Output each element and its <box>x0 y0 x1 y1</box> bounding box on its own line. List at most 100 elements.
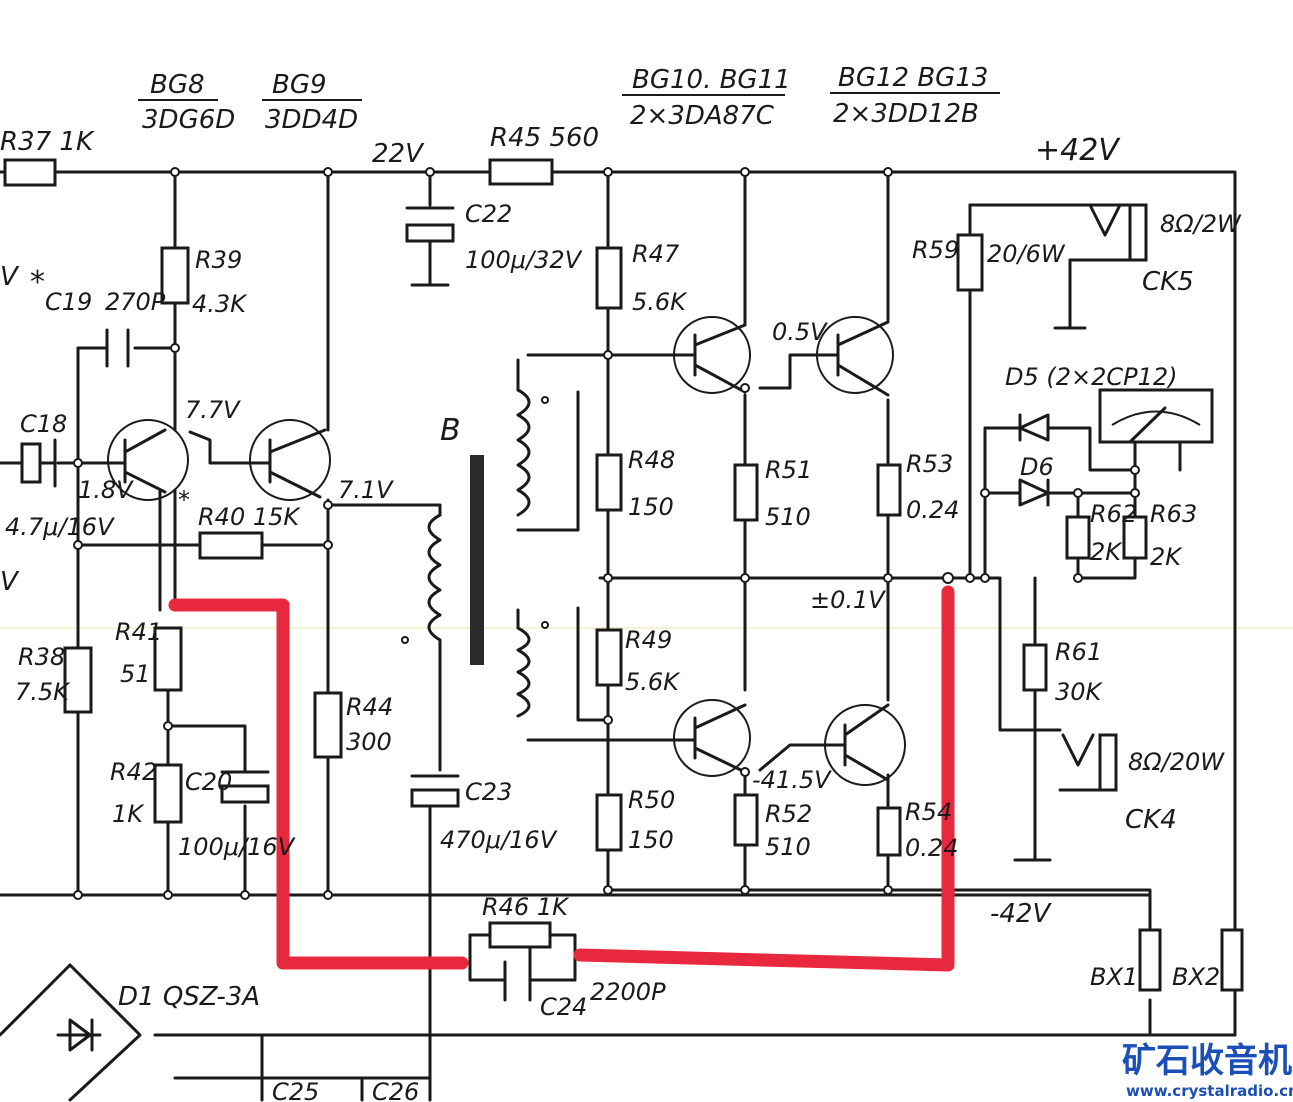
v05-label: 0.5V <box>772 318 828 346</box>
r61-ref: R61 <box>1055 638 1102 666</box>
bg11-symbol <box>673 699 751 777</box>
ck5-speaker: 8Ω/2W <box>1160 210 1242 238</box>
r50-ref: R50 <box>628 786 675 814</box>
bg8-part: 3DG6D <box>142 105 235 135</box>
r51-body <box>733 463 759 522</box>
d1-label: D1 QSZ-3A <box>118 982 260 1012</box>
r38-ref: R38 <box>18 643 65 671</box>
r42-body <box>153 763 183 824</box>
c20-bottom <box>220 784 270 804</box>
capacitor-symbols <box>20 206 532 1002</box>
transistor-symbols <box>103 316 906 786</box>
r45-body <box>488 158 554 186</box>
r46-label: R46 1K <box>482 893 570 921</box>
left-v-top: V <box>0 262 20 292</box>
d6-label: D6 <box>1020 453 1054 481</box>
v415-label: -41.5V <box>752 766 832 794</box>
r62-ref: R62 <box>1090 500 1137 528</box>
r59-body <box>956 233 984 292</box>
r63-ref: R63 <box>1150 500 1197 528</box>
r61-body <box>1022 643 1048 692</box>
c24-plates <box>503 960 532 1002</box>
r49-val: 5.6K <box>625 668 681 696</box>
r42-ref: R42 <box>110 758 157 786</box>
bg12-bg13-part: 2×3DD12B <box>833 99 979 129</box>
bg10-symbol <box>673 316 751 394</box>
r54-ref: R54 <box>905 798 952 826</box>
bx1-label: BX1 <box>1090 963 1138 991</box>
bg9-part: 3DD4D <box>265 105 358 135</box>
misc-labels: B D5 (2×2CP12) D6 D1 QSZ-3A CK5 8Ω/2W CK… <box>118 210 1242 1012</box>
r52-val: 510 <box>765 833 811 861</box>
r53-ref: R53 <box>906 450 953 478</box>
v71-label: 7.1V <box>338 476 394 504</box>
r52-body <box>733 793 759 847</box>
v18-label: 1.8V <box>78 476 134 504</box>
c18-plate <box>20 442 42 484</box>
watermark-url: www.crystalradio.cn <box>1126 1082 1293 1100</box>
r48-val: 150 <box>628 493 674 521</box>
c26-ref: C26 <box>372 1078 419 1102</box>
bg12-bg13-ref: BG12 BG13 <box>838 63 988 93</box>
c19-star: * <box>30 265 45 300</box>
c19-plates <box>105 328 130 368</box>
c18-val: 4.7μ/16V <box>5 513 115 541</box>
transformer-label: B <box>440 413 461 448</box>
c23-val: 470μ/16V <box>440 826 558 854</box>
d5-label: D5 (2×2CP12) <box>1005 363 1178 391</box>
v77-label: 7.7V <box>185 396 241 424</box>
ck4-label: CK4 <box>1125 805 1177 835</box>
ck4-speaker: 8Ω/20W <box>1128 748 1225 776</box>
r41-body <box>153 626 183 692</box>
minus42-label: -42V <box>990 899 1052 929</box>
r53-body <box>876 463 902 517</box>
bg9-symbol <box>248 419 331 501</box>
r42-val: 1K <box>112 800 145 828</box>
c23-bottom <box>410 788 460 808</box>
r61-val: 30K <box>1055 678 1104 706</box>
fuse-bx2 <box>1220 928 1244 992</box>
r51-ref: R51 <box>765 456 812 484</box>
diode-d6 <box>1018 478 1050 507</box>
c22-bottom <box>405 223 455 243</box>
component-labels: R37 1K R39 4.3K R40 15K R41 51 R42 1K R3… <box>0 123 1197 1102</box>
r63-val: 2K <box>1150 543 1183 571</box>
r37-label: R37 1K <box>0 127 95 157</box>
r63-body <box>1122 515 1148 560</box>
r59-ref: R59 <box>912 236 959 264</box>
speaker-jack-ck5 <box>1088 203 1148 262</box>
r41-val: 51 <box>120 660 151 688</box>
r53-val: 0.24 <box>906 496 959 524</box>
bg8-symbol <box>103 419 189 501</box>
r45-label: R45 560 <box>490 123 599 153</box>
watermark-logo: 矿石收音机 <box>1122 1041 1292 1081</box>
v01-label: ±0.1V <box>810 586 886 614</box>
r59-val: 20/6W <box>987 240 1066 268</box>
diode-d5 <box>1018 413 1050 442</box>
c22-val: 100μ/32V <box>465 246 583 274</box>
r38-val: 7.5K <box>15 678 71 706</box>
r47-ref: R47 <box>632 240 680 268</box>
r48-ref: R48 <box>628 446 675 474</box>
r40-label: R40 15K <box>198 503 301 531</box>
r49-body <box>595 628 623 687</box>
r44-ref: R44 <box>346 693 393 721</box>
fuses <box>1138 928 1244 992</box>
bg10-bg11-part: 2×3DA87C <box>630 101 775 131</box>
transistor-labels: BG8 3DG6D BG9 3DD4D BG10. BG11 2×3DA87C … <box>138 63 1000 135</box>
r54-body <box>876 806 902 857</box>
bg10-bg11-ref: BG10. BG11 <box>632 65 791 95</box>
r47-val: 5.6K <box>632 288 688 316</box>
c20-ref: C20 <box>185 768 232 796</box>
transformer-core <box>470 455 484 665</box>
c20-val: 100μ/16V <box>178 833 296 861</box>
c19-val: 270P <box>105 288 166 316</box>
r54-val: 0.24 <box>905 834 958 862</box>
c25-ref: C25 <box>272 1078 319 1102</box>
c22-ref: C22 <box>465 200 512 228</box>
r50-body <box>595 793 623 852</box>
voltage-labels: 22V +42V -42V 7.7V 7.1V 1.8V 0.5V ±0.1V … <box>0 133 1121 929</box>
r39-ref: R39 <box>195 246 242 274</box>
r52-ref: R52 <box>765 800 812 828</box>
speaker-jack-ck4 <box>1061 733 1118 792</box>
